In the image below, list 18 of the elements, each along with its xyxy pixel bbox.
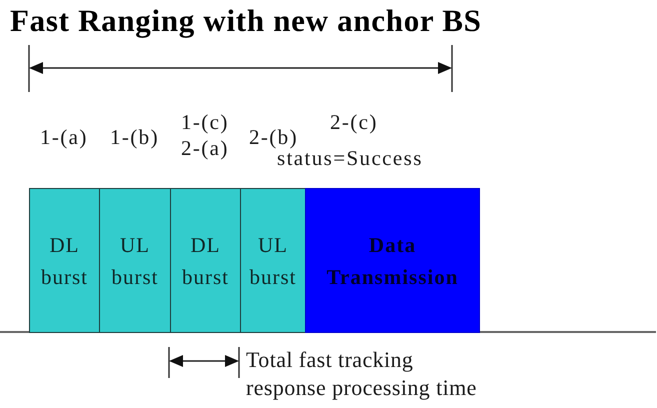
burst-block	[29, 188, 100, 333]
data-transmission-block	[305, 188, 480, 333]
block-label: DL burst	[181, 232, 230, 290]
step-label: 1-(b)	[110, 125, 159, 150]
dimension-label: Total fast tracking response processing time	[246, 346, 478, 402]
block-label: Data Transmission	[326, 232, 460, 290]
burst-block	[99, 188, 171, 333]
step-label: 2-(b)	[249, 125, 298, 150]
block-label: UL burst	[248, 232, 298, 290]
step-label: 2-(c)	[330, 110, 378, 134]
step-label: 1-(a)	[40, 125, 88, 150]
burst-block	[240, 188, 306, 333]
burst-block	[170, 188, 241, 333]
block-label: DL burst	[40, 232, 89, 290]
step-label: 1-(c)	[181, 110, 229, 134]
step-label: 2-(a)	[181, 136, 229, 160]
diagram-title: Fast Ranging with new anchor BS	[10, 4, 482, 38]
block-label: UL burst	[110, 232, 160, 290]
